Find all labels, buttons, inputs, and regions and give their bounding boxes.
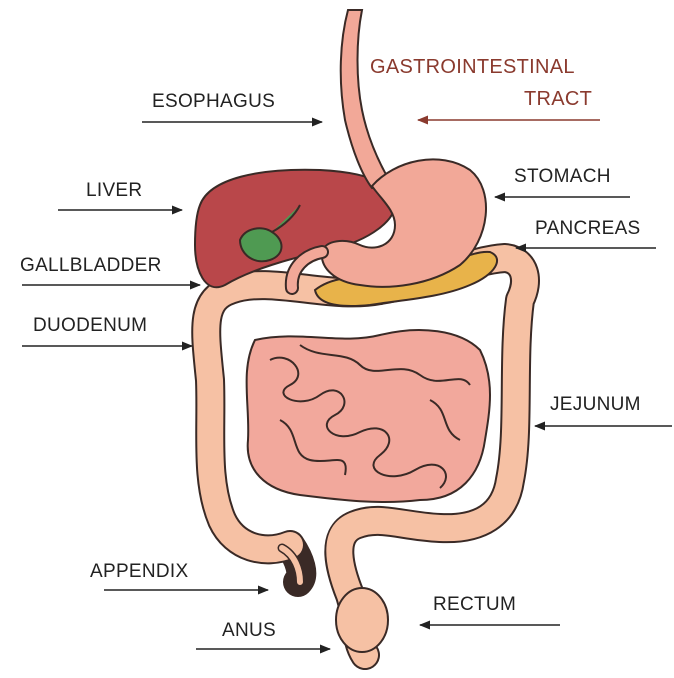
label-pancreas: PANCREAS <box>535 218 641 240</box>
label-stomach: STOMACH <box>514 166 611 188</box>
small-intestine <box>247 330 490 502</box>
label-esophagus: ESOPHAGUS <box>152 91 275 113</box>
label-appendix: APPENDIX <box>90 561 189 583</box>
label-anus: ANUS <box>222 620 276 642</box>
esophagus-shape <box>341 10 392 188</box>
label-gallbladder: GALLBLADDER <box>20 255 162 277</box>
label-duodenum: DUODENUM <box>33 315 147 337</box>
label-jejunum: JEJUNUM <box>550 394 641 416</box>
title-line-2: TRACT <box>524 88 592 110</box>
title-line-1: GASTROINTESTINAL <box>370 56 575 78</box>
label-liver: LIVER <box>86 180 142 202</box>
label-rectum: RECTUM <box>433 594 516 616</box>
rectum-shape <box>336 588 388 652</box>
